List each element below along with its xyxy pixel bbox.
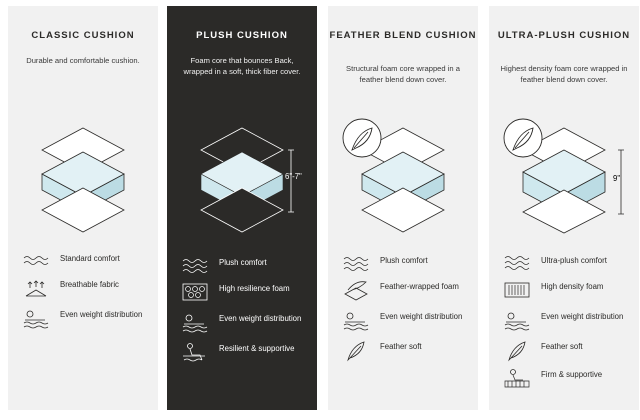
feature-label: Feather-wrapped foam <box>380 282 459 291</box>
waves-icon <box>181 256 209 278</box>
feather-icon <box>503 340 531 362</box>
feature-label: Even weight distribution <box>219 314 302 323</box>
feature-label: Even weight distribution <box>380 312 463 321</box>
cushion-height-label: 6"-7" <box>285 172 302 181</box>
feature-row: Resilient & supportive <box>181 342 311 370</box>
feature-row: Feather-wrapped foam <box>342 280 472 308</box>
plush-cushion-panel: PLUSH CUSHION Foam core that bounces Bac… <box>167 6 317 410</box>
firm-support-icon <box>503 368 531 390</box>
person-seated-icon <box>181 342 209 364</box>
panel-title: CLASSIC CUSHION <box>31 30 135 41</box>
panel-title: ULTRA-PLUSH CUSHION <box>497 30 631 41</box>
feature-row: Even weight distribution <box>181 312 311 340</box>
feature-row: Even weight distribution <box>503 310 633 338</box>
feature-row: Ultra-plush comfort <box>503 254 633 282</box>
feature-row: Breathable fabric <box>22 278 152 306</box>
feature-label: Firm & supportive <box>541 370 603 379</box>
panel-title: PLUSH CUSHION <box>196 30 288 41</box>
waves-icon <box>342 254 370 276</box>
feature-label: Even weight distribution <box>541 312 624 321</box>
feature-row: Plush comfort <box>181 256 311 284</box>
feature-label: Plush comfort <box>380 256 428 265</box>
feather-icon <box>342 340 370 362</box>
feature-label: Feather soft <box>380 342 422 351</box>
panel-description: Durable and comfortable cushion. <box>26 56 140 65</box>
panel-description: Structural foam core wrapped in a feathe… <box>346 64 460 84</box>
feature-row: Even weight distribution <box>342 310 472 338</box>
feature-label: Ultra-plush comfort <box>541 256 607 265</box>
classic-cushion-panel: CLASSIC CUSHION Durable and comfortable … <box>8 6 158 410</box>
airflow-icon <box>22 278 50 300</box>
feature-row: Plush comfort <box>342 254 472 282</box>
feature-row: High resilience foam <box>181 282 311 310</box>
panel-title: FEATHER BLEND CUSHION <box>329 30 477 41</box>
springs-icon <box>503 280 531 302</box>
feather-blend-cushion-panel: FEATHER BLEND CUSHION Structural foam co… <box>328 6 478 410</box>
weight-distribution-icon <box>342 310 370 332</box>
feather-wrap-icon <box>342 280 370 302</box>
cushion-illustration <box>167 114 317 234</box>
weight-distribution-icon <box>22 308 50 330</box>
feature-label: Plush comfort <box>219 258 267 267</box>
feature-row: Feather soft <box>342 340 472 368</box>
feature-label: Resilient & supportive <box>219 344 295 353</box>
feature-label: Standard comfort <box>60 254 120 263</box>
ultra-plush-cushion-panel: ULTRA-PLUSH CUSHION Highest density foam… <box>489 6 639 410</box>
feature-label: Even weight distribution <box>60 310 143 319</box>
cushion-height-label: 9" <box>613 174 621 183</box>
feature-label: Breathable fabric <box>60 280 119 289</box>
feature-row: Firm & supportive <box>503 368 633 396</box>
weight-distribution-icon <box>181 312 209 334</box>
cushion-illustration <box>489 114 639 234</box>
feature-row: Feather soft <box>503 340 633 368</box>
feature-row: Standard comfort <box>22 252 152 280</box>
feature-row: Even weight distribution <box>22 308 152 336</box>
cushion-illustration <box>328 114 478 234</box>
feature-label: Feather soft <box>541 342 583 351</box>
panel-description: Highest density foam core wrapped in fea… <box>500 64 628 84</box>
cushion-illustration <box>8 114 158 234</box>
feature-label: High resilience foam <box>219 284 290 293</box>
panel-description: Foam core that bounces Back, wrapped in … <box>183 56 301 76</box>
feature-label: High density foam <box>541 282 604 291</box>
foam-cells-icon <box>181 282 209 304</box>
feature-row: High density foam <box>503 280 633 308</box>
waves-icon <box>503 254 531 276</box>
weight-distribution-icon <box>503 310 531 332</box>
waves-icon <box>22 252 50 274</box>
